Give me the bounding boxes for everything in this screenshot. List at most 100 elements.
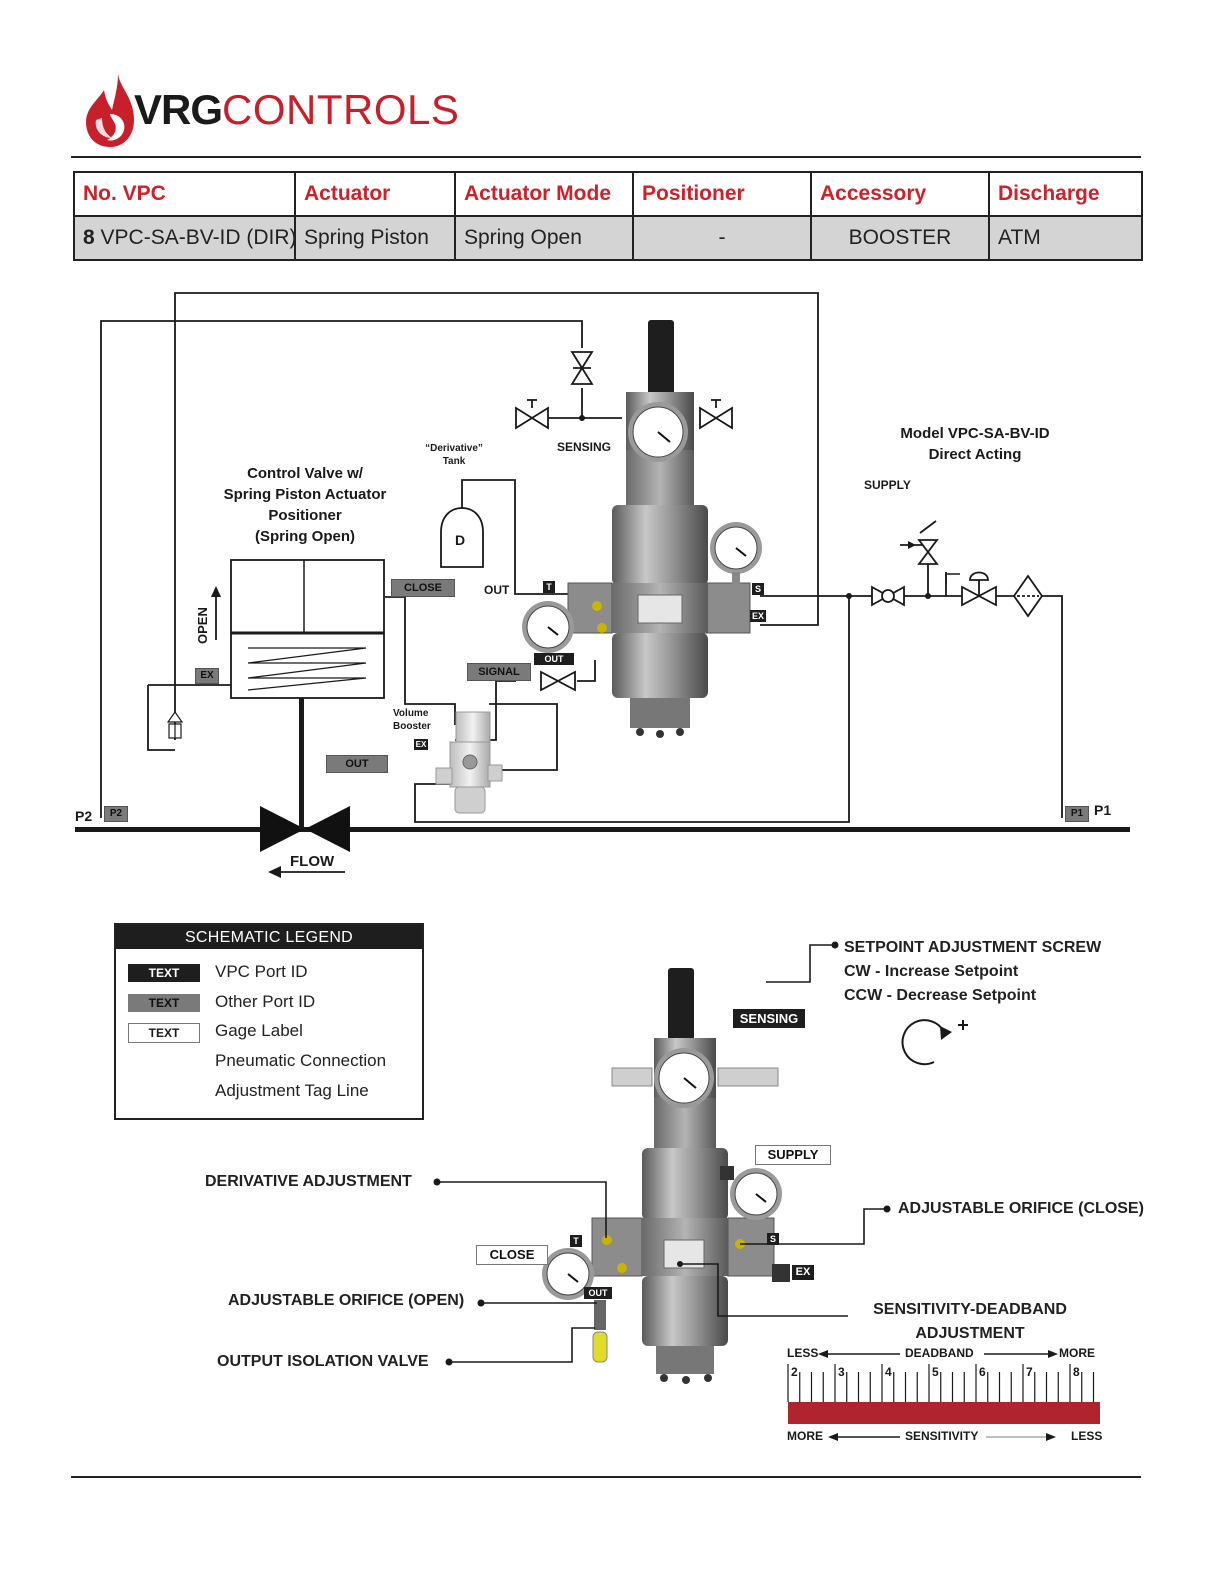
t-port-tag: T bbox=[543, 581, 555, 593]
vpc-pilot-assembly bbox=[567, 320, 751, 738]
setpoint-line: CW - Increase Setpoint bbox=[844, 963, 1019, 980]
sensitivity-line: ADJUSTMENT bbox=[915, 1325, 1025, 1342]
spec-header: No. VPC bbox=[73, 171, 296, 217]
legend-item: Other Port ID bbox=[215, 992, 316, 1011]
control-valve-line: Positioner bbox=[268, 507, 342, 524]
scale-number: 5 bbox=[932, 1365, 939, 1379]
spec-actuator: Spring Piston bbox=[294, 215, 456, 261]
out-port-tag: OUT bbox=[326, 755, 388, 773]
sensing-label: SENSING bbox=[557, 440, 612, 454]
p2-port-tag: P2 bbox=[104, 806, 128, 822]
sensitivity-less: LESS bbox=[1071, 1429, 1103, 1443]
signal-valve-icon bbox=[540, 670, 576, 692]
ex-port-tag: EX bbox=[792, 1265, 814, 1280]
control-valve-label: Control Valve w/ Spring Piston Actuator … bbox=[200, 463, 410, 547]
scale-number: 2 bbox=[791, 1365, 798, 1379]
open-arrow-icon bbox=[211, 586, 221, 597]
p1-label: P1 bbox=[1094, 802, 1112, 818]
control-valve-line: Control Valve w/ bbox=[247, 465, 363, 482]
supply-filter-icon bbox=[1012, 574, 1044, 618]
setpoint-callout: SETPOINT ADJUSTMENT SCREW CW - Increase … bbox=[844, 936, 1101, 1008]
control-valve-body-icon bbox=[260, 806, 305, 852]
tank-letter: D bbox=[455, 532, 466, 548]
actuator-spring-icon bbox=[247, 647, 367, 691]
legend-item: Gage Label bbox=[215, 1021, 303, 1040]
rotate-cw-icon bbox=[901, 1019, 968, 1066]
legend-title: SCHEMATIC LEGEND bbox=[116, 925, 422, 949]
spec-header-row: No. VPC Actuator Actuator Mode Positione… bbox=[73, 171, 1143, 217]
model-line: Model VPC-SA-BV-ID bbox=[900, 425, 1050, 442]
sensitivity-more: MORE bbox=[787, 1429, 823, 1443]
spec-model-cell: 8 VPC-SA-BV-ID (DIR) bbox=[73, 215, 296, 261]
pressure-gauge-icon bbox=[730, 1168, 782, 1220]
spec-mode: Spring Open bbox=[454, 215, 634, 261]
legend-item: VPC Port ID bbox=[215, 962, 308, 981]
actuator-box bbox=[230, 559, 385, 699]
model-line: Direct Acting bbox=[928, 446, 1022, 463]
spec-header: Discharge bbox=[988, 171, 1143, 217]
sensitivity-line: SENSITIVITY-DEADBAND bbox=[873, 1301, 1067, 1318]
t-port-tag: T bbox=[570, 1235, 582, 1247]
setpoint-line: CCW - Decrease Setpoint bbox=[844, 987, 1037, 1004]
volume-booster-icon bbox=[435, 711, 503, 814]
deadband-label: DEADBAND bbox=[905, 1346, 974, 1360]
ex-vpc-port-tag: EX bbox=[750, 610, 766, 622]
scale-number: 6 bbox=[979, 1365, 986, 1379]
spec-header: Actuator bbox=[294, 171, 456, 217]
out-label: OUT bbox=[484, 583, 510, 597]
volume-booster-line: Booster bbox=[393, 721, 431, 732]
close-gage-tag: CLOSE bbox=[476, 1245, 548, 1265]
footer-rule bbox=[71, 1476, 1141, 1478]
spec-model: VPC-SA-BV-ID (DIR) bbox=[100, 226, 295, 249]
close-port-tag: CLOSE bbox=[391, 579, 455, 597]
left-gauge-valve-icon bbox=[515, 399, 549, 430]
schematic-legend: SCHEMATIC LEGEND TEXT VPC Port ID TEXT O… bbox=[114, 923, 424, 1120]
model-label: Model VPC-SA-BV-ID Direct Acting bbox=[870, 423, 1080, 465]
vrg-logo-icon bbox=[86, 74, 134, 147]
flow-label: FLOW bbox=[290, 853, 335, 870]
spec-positioner: - bbox=[632, 215, 812, 261]
spec-header: Accessory bbox=[810, 171, 990, 217]
sensitivity-label: SENSITIVITY bbox=[905, 1429, 979, 1443]
derivative-tank-label: “Derivative” Tank bbox=[414, 442, 494, 468]
scale-number: 7 bbox=[1026, 1365, 1033, 1379]
ex-booster-port-tag: EX bbox=[414, 739, 428, 750]
right-gauge-valve-icon bbox=[699, 399, 733, 430]
p1-port-tag: P1 bbox=[1065, 806, 1089, 822]
p2-label: P2 bbox=[75, 808, 93, 824]
out-vpc-port-tag: OUT bbox=[534, 653, 574, 665]
setpoint-line: SETPOINT ADJUSTMENT SCREW bbox=[844, 939, 1102, 956]
header-rule bbox=[71, 156, 1141, 158]
flow-arrow-icon bbox=[268, 866, 281, 878]
spec-discharge: ATM bbox=[988, 215, 1143, 261]
supply-regulator-icon bbox=[961, 571, 997, 607]
relief-valve-icon bbox=[900, 520, 939, 565]
supply-gage-tag: SUPPLY bbox=[755, 1145, 831, 1165]
deadband-more: MORE bbox=[1059, 1346, 1095, 1360]
spec-accessory: BOOSTER bbox=[810, 215, 990, 261]
pressure-gauge-icon bbox=[542, 1248, 594, 1300]
brand-wordmark: VRGCONTROLS bbox=[134, 84, 459, 136]
brand-name-bold: VRG bbox=[134, 86, 223, 133]
legend-swatch-grey: TEXT bbox=[128, 994, 200, 1012]
s-port-tag: S bbox=[767, 1233, 779, 1245]
volume-booster-line: Volume bbox=[393, 708, 429, 719]
out-port-tag: OUT bbox=[584, 1287, 612, 1299]
deadband-scale bbox=[787, 1350, 1100, 1441]
legend-item: Pneumatic Connection bbox=[215, 1051, 387, 1070]
adjustment-tag-lines bbox=[437, 944, 887, 1363]
control-valve-line: Spring Piston Actuator bbox=[223, 486, 387, 503]
supply-ball-valve-icon bbox=[871, 585, 905, 607]
scale-number: 3 bbox=[838, 1365, 845, 1379]
pressure-gauge-icon bbox=[710, 522, 762, 584]
orifice-open-callout: ADJUSTABLE ORIFICE (OPEN) bbox=[228, 1292, 465, 1309]
exhaust-icon bbox=[166, 710, 184, 739]
supply-label: SUPPLY bbox=[864, 478, 911, 492]
pressure-gauge-icon bbox=[628, 402, 688, 462]
spec-value-row: 8 VPC-SA-BV-ID (DIR) Spring Piston Sprin… bbox=[73, 215, 1143, 261]
control-valve-line: (Spring Open) bbox=[255, 528, 355, 545]
spec-header: Actuator Mode bbox=[454, 171, 634, 217]
sensitivity-callout: SENSITIVITY-DEADBAND ADJUSTMENT bbox=[860, 1298, 1080, 1346]
scale-number: 8 bbox=[1073, 1365, 1080, 1379]
